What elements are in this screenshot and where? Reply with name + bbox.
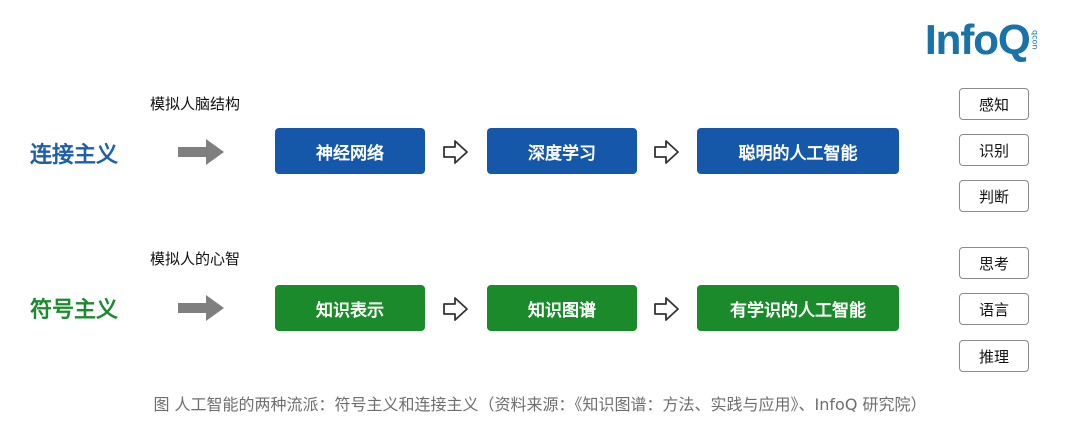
ability-language: 语言 — [959, 293, 1029, 325]
symbolism-title: 符号主义 — [30, 298, 119, 323]
ability-perception: 感知 — [959, 88, 1029, 120]
arrow-right-icon — [178, 295, 224, 321]
step-label: 神经网络 — [316, 143, 384, 164]
infoq-logo: InfoQ qcon — [925, 14, 1040, 66]
step-label: 有学识的人工智能 — [730, 300, 866, 321]
outline-arrow-icon — [654, 297, 679, 321]
neural-network-box: 神经网络 — [275, 128, 425, 174]
connectionism-title: 连接主义 — [30, 143, 119, 168]
step-label: 聪明的人工智能 — [738, 143, 858, 164]
smart-ai-box: 聪明的人工智能 — [697, 128, 899, 174]
logo-text: InfoQ — [925, 14, 1031, 66]
step-label: 知识图谱 — [528, 300, 596, 321]
logo-subtext: qcon — [1030, 30, 1040, 50]
symbolism-subtitle: 模拟人的心智 — [150, 250, 241, 268]
ability-thinking: 思考 — [959, 247, 1029, 279]
knowledge-graph-box: 知识图谱 — [487, 285, 637, 331]
figure-caption: 图 人工智能的两种流派：符号主义和连接主义（资料来源：《知识图谱：方法、实践与应… — [153, 395, 927, 414]
arrow-right-icon — [178, 139, 224, 165]
step-label: 知识表示 — [316, 300, 384, 321]
connectionism-subtitle: 模拟人脑结构 — [150, 95, 241, 113]
ability-recognition: 识别 — [959, 134, 1029, 166]
knowledgeable-ai-box: 有学识的人工智能 — [697, 285, 899, 331]
deep-learning-box: 深度学习 — [487, 128, 637, 174]
outline-arrow-icon — [654, 140, 679, 164]
ability-reasoning: 推理 — [959, 340, 1029, 372]
ability-judgment: 判断 — [959, 180, 1029, 212]
step-label: 深度学习 — [528, 143, 596, 164]
outline-arrow-icon — [443, 140, 468, 164]
knowledge-representation-box: 知识表示 — [275, 285, 425, 331]
outline-arrow-icon — [443, 297, 468, 321]
